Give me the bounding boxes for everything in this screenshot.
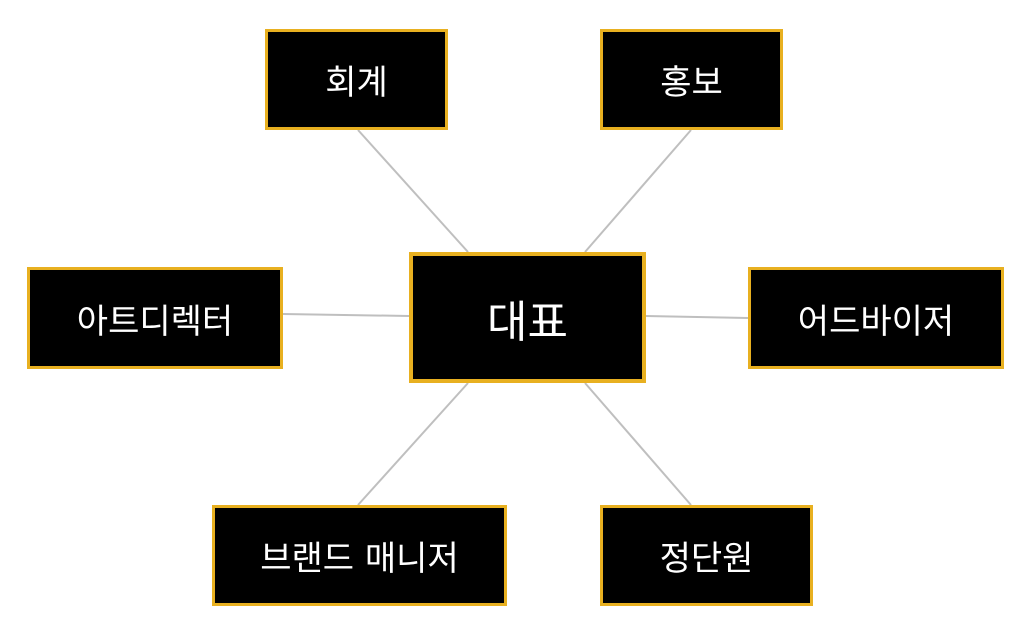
- node-art-director-label: 아트디렉터: [76, 301, 234, 342]
- node-pr-label: 홍보: [660, 63, 723, 103]
- node-pr: 홍보: [600, 29, 783, 130]
- connector-brand: [357, 382, 469, 506]
- node-brand-manager-label: 브랜드 매니저: [260, 539, 459, 579]
- connector-member: [584, 382, 692, 506]
- node-advisor-label: 어드바이저: [797, 301, 955, 342]
- node-accounting-label: 회계: [325, 63, 388, 103]
- node-ceo: 대표: [409, 252, 646, 383]
- node-ceo-label: 대표: [487, 296, 568, 348]
- connector-art: [282, 313, 410, 317]
- connector-accounting: [357, 129, 469, 253]
- node-accounting: 회계: [265, 29, 448, 130]
- connector-advisor: [645, 315, 749, 319]
- node-art-director: 아트디렉터: [27, 267, 283, 369]
- node-member-label: 정단원: [659, 539, 754, 579]
- node-advisor: 어드바이저: [748, 267, 1004, 369]
- node-member: 정단원: [600, 505, 813, 606]
- node-brand-manager: 브랜드 매니저: [212, 505, 507, 606]
- connector-pr: [584, 129, 692, 253]
